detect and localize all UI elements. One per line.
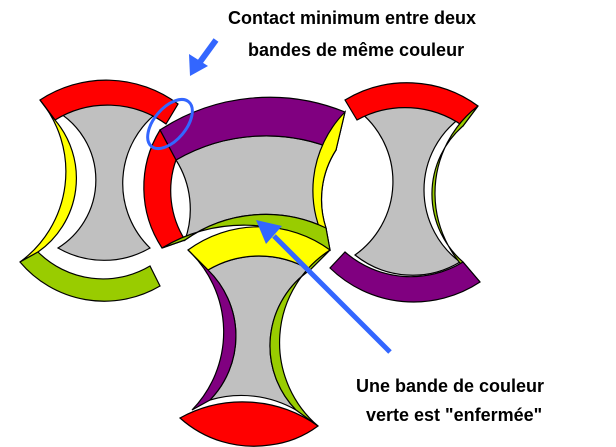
annotation-top-line2: bandes de même couleur (248, 40, 464, 60)
band-center-green (161, 213, 331, 252)
band-top-left-red (39, 79, 179, 125)
band-top-left-green (19, 251, 161, 302)
band-top-right-purple (329, 251, 481, 303)
top-arrow (189, 38, 219, 76)
annotation-top-line1: Contact minimum entre deux (228, 8, 476, 28)
band-bottom-purple (187, 249, 237, 411)
annotation-bottom-line1: Une bande de couleur (356, 376, 544, 396)
tile-bottom (178, 226, 331, 447)
tile-top-right (329, 82, 481, 303)
tile-top-left (19, 79, 179, 302)
annotation-bottom-line2: verte est "enfermée" (366, 405, 542, 425)
band-bottom-red (178, 401, 320, 447)
contact-highlight-ellipse (146, 98, 194, 150)
tile-center (143, 96, 347, 252)
band-top-left-yellow (19, 99, 78, 263)
bottom-arrow (256, 220, 392, 354)
tile-top-right-fill (354, 99, 462, 276)
